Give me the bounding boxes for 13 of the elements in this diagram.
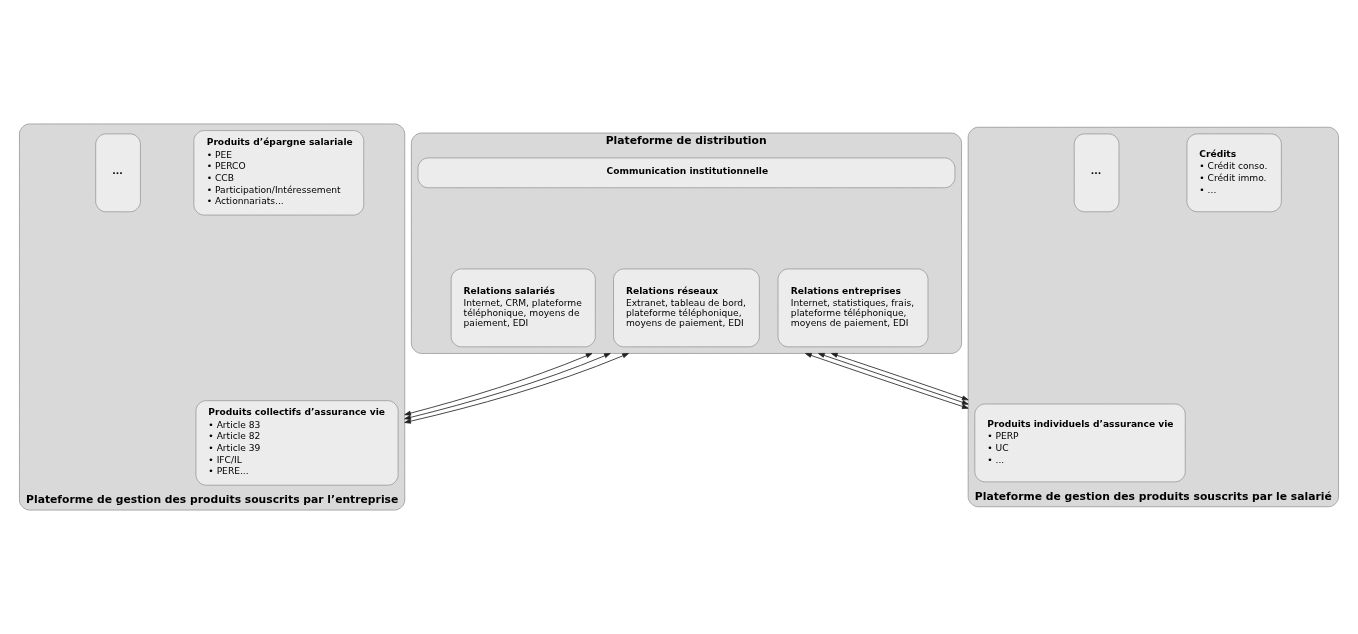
node-box: ... — [95, 133, 141, 213]
node-box: Crédits • Crédit conso. • Crédit immo. • ... — [1186, 133, 1282, 213]
node-box: Relations entreprises Internet, statistiques, frais, plateforme téléphonique, moyens de paiement, EDI — [777, 268, 929, 348]
node-box: Relations salariés Internet, CRM, plateforme téléphonique, moyens de paiement, EDI — [450, 268, 596, 348]
node-box: ... — [1073, 133, 1120, 213]
node-box: Relations réseaux Extranet, tableau de bord, plateforme téléphonique, moyens de paiement, EDI — [613, 268, 760, 348]
node-box: Produits collectifs d’assurance vie • Article 83 • Article 82 • Article 39 • IFC/IL • PERE... — [195, 400, 399, 486]
arrow — [818, 352, 969, 405]
node-box: Produits individuels d’assurance vie • PERP • UC • ... — [974, 403, 1186, 483]
node-box: Communication institutionnelle — [417, 157, 956, 189]
node-box: Produits d’épargne salariale • PEE • PERCO • CCB • Participation/Intéressement • Actionnariats... — [193, 130, 365, 216]
arrow — [831, 352, 969, 401]
arrow — [805, 353, 969, 409]
